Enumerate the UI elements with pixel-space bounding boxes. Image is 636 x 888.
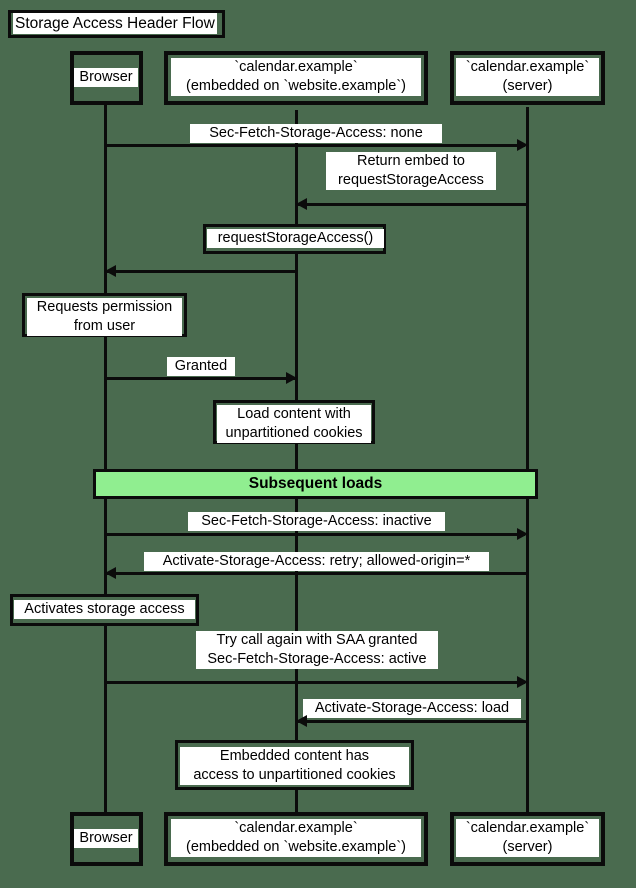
lifeline-embed xyxy=(295,110,298,815)
lifeline-browser xyxy=(104,105,107,815)
message-label-sec-fetch-inactive: Sec-Fetch-Storage-Access: inactive xyxy=(188,512,445,531)
message-label-sec-fetch-none: Sec-Fetch-Storage-Access: none xyxy=(190,124,442,143)
lifeline-server xyxy=(526,107,529,815)
participant-server-top-label: `calendar.example` (server) xyxy=(456,58,599,96)
message-arrowhead-sec-fetch-none xyxy=(517,139,528,151)
message-label-granted: Granted xyxy=(167,357,235,376)
message-line-activate-load xyxy=(296,720,526,723)
message-label-activate-load: Activate-Storage-Access: load xyxy=(303,699,521,718)
message-line-try-call-again xyxy=(105,681,525,684)
message-arrowhead-activate-load xyxy=(296,715,307,727)
participant-server-bottom-label: `calendar.example` (server) xyxy=(456,819,599,857)
message-arrowhead-return-embed xyxy=(296,198,307,210)
note-text-embedded-content-access: Embedded content has access to unpartiti… xyxy=(180,747,409,785)
note-text-load-content: Load content with unpartitioned cookies xyxy=(217,405,371,443)
message-label-activate-retry: Activate-Storage-Access: retry; allowed-… xyxy=(144,552,489,571)
message-arrowhead-request-storage-access xyxy=(105,265,116,277)
participant-browser-bottom-label: Browser xyxy=(74,829,138,848)
message-line-sec-fetch-inactive xyxy=(105,533,525,536)
message-line-granted xyxy=(105,377,295,380)
divider-label-subsequent-loads: Subsequent loads xyxy=(248,475,383,492)
diagram-title: Storage Access Header Flow xyxy=(13,13,217,34)
message-line-return-embed xyxy=(296,203,526,206)
message-arrowhead-granted xyxy=(286,372,297,384)
message-line-request-storage-access xyxy=(105,270,296,273)
note-text-requests-permission: Requests permission from user xyxy=(27,298,182,336)
divider-subsequent-loads xyxy=(93,469,538,499)
message-label-request-storage-access: requestStorageAccess() xyxy=(207,229,384,248)
message-arrowhead-try-call-again xyxy=(517,676,528,688)
message-arrowhead-sec-fetch-inactive xyxy=(517,528,528,540)
message-line-activate-retry xyxy=(105,572,526,575)
message-label-try-call-again: Try call again with SAA granted Sec-Fetc… xyxy=(196,631,438,669)
participant-embed-top-label: `calendar.example` (embedded on `website… xyxy=(171,58,421,96)
participant-embed-bottom-label: `calendar.example` (embedded on `website… xyxy=(171,819,421,857)
note-text-activates-storage-access: Activates storage access xyxy=(14,600,195,619)
message-line-sec-fetch-none xyxy=(105,144,525,147)
message-arrowhead-activate-retry xyxy=(105,567,116,579)
participant-browser-top-label: Browser xyxy=(74,68,138,87)
message-label-return-embed: Return embed to requestStorageAccess xyxy=(326,152,496,190)
